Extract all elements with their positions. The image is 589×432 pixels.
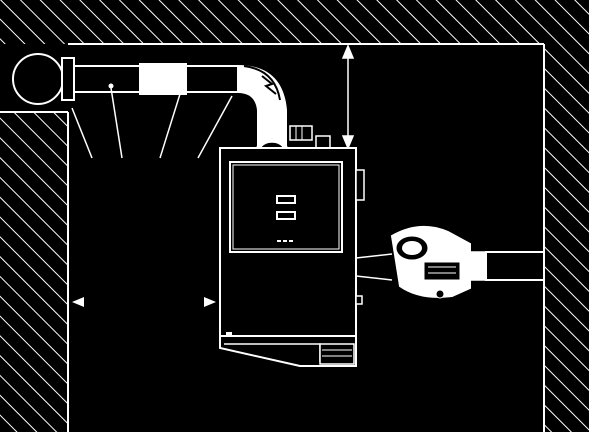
boiler-door — [229, 161, 343, 253]
vertical-clearance-arrow — [341, 44, 355, 150]
burner-feed-tube — [485, 251, 545, 281]
pellet-burner — [355, 225, 545, 299]
top-wall — [0, 0, 589, 44]
chimney-opening — [12, 53, 75, 105]
left-wall — [0, 112, 68, 432]
handle-upper — [276, 195, 296, 204]
boiler-unit — [219, 147, 365, 367]
right-arrow-head — [204, 297, 216, 307]
left-arrow-head — [72, 297, 84, 307]
handle-lower — [276, 211, 296, 220]
horizontal-clearance-arrows — [72, 297, 216, 307]
right-wall — [544, 44, 589, 432]
leader-lines — [71, 87, 233, 159]
